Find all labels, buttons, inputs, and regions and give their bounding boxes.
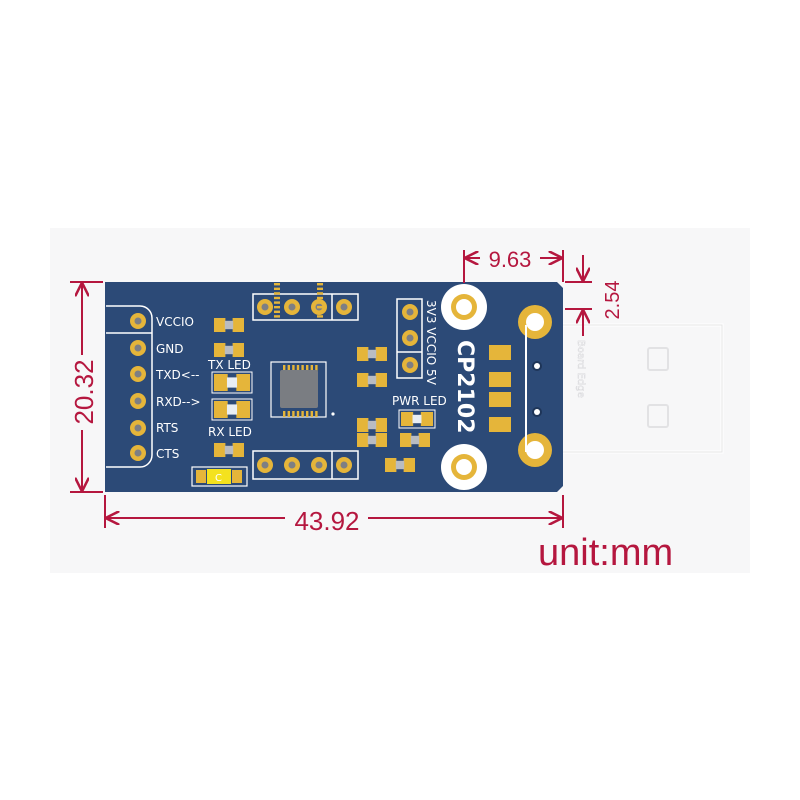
chip-lead	[310, 411, 313, 417]
chip-lead	[296, 411, 300, 417]
header-pin	[284, 299, 300, 315]
mounting-hole	[441, 444, 487, 490]
usb-contact-window	[647, 347, 669, 371]
smd-component	[357, 347, 387, 361]
pin-label-rts: RTS	[156, 421, 178, 435]
smd-component	[357, 433, 387, 447]
pin-label-gnd: GND	[156, 342, 184, 356]
chip-lead	[306, 411, 309, 417]
usb-contact-window	[647, 404, 669, 428]
chip-lead	[317, 287, 323, 290]
chip-lead	[274, 310, 280, 313]
chip-lead	[315, 411, 318, 417]
chip-lead	[317, 306, 323, 309]
jumper-pin	[402, 357, 418, 373]
header-pin	[130, 393, 146, 409]
chip-lead	[292, 365, 295, 371]
jumper-label: 3V3 VCCIO 5V	[424, 300, 438, 386]
capacitor-label: C	[215, 473, 222, 484]
cp2102-chip	[270, 283, 335, 418]
header-pin	[311, 457, 327, 473]
led	[211, 371, 253, 394]
led	[211, 398, 253, 421]
capacitor: C	[191, 466, 248, 487]
chip-lead	[274, 296, 280, 300]
chip-lead	[317, 283, 323, 286]
header-pin	[257, 299, 273, 315]
dimension-connector-offset: 9.63	[463, 247, 564, 283]
board-edge-label: Board Edge	[575, 340, 586, 398]
chip-label: CP2102	[452, 340, 477, 434]
chip-lead	[283, 411, 286, 417]
dimension-edge-offset: 2.54	[565, 255, 624, 336]
header-pin	[336, 299, 352, 315]
led	[398, 409, 436, 429]
smd-component	[385, 458, 415, 472]
chip-lead	[283, 365, 286, 371]
connector-offset-label: 9.63	[489, 247, 532, 272]
chip-lead	[317, 296, 323, 300]
header-pin	[130, 366, 146, 382]
chip-lead	[317, 292, 323, 295]
voltage-jumper-header	[396, 298, 423, 379]
usb-pads	[489, 305, 552, 467]
smd-component	[357, 373, 387, 387]
header-pin	[257, 457, 273, 473]
dimension-height: 20.32	[69, 281, 103, 493]
rx-led-label: RX LED	[208, 425, 252, 439]
bottom-header	[252, 450, 359, 480]
jumper-pin	[402, 330, 418, 346]
unit-label: unit:mm	[538, 532, 673, 574]
smd-component	[214, 343, 244, 357]
chip-lead	[287, 365, 290, 371]
chip-lead	[274, 306, 280, 309]
header-pin	[130, 340, 146, 356]
chip-lead	[274, 283, 280, 286]
chip-lead	[301, 365, 304, 371]
pwr-led-label: PWR LED	[392, 394, 447, 408]
pin-label-txd: TXD<--	[155, 368, 200, 382]
width-label: 43.92	[294, 506, 359, 536]
header-pin	[130, 420, 146, 436]
pin-label-rxd: RXD-->	[156, 395, 201, 409]
header-pin	[336, 457, 352, 473]
header-pin	[130, 313, 146, 329]
chip-lead	[292, 411, 295, 417]
chip-lead	[306, 365, 309, 371]
chip-lead	[274, 315, 280, 318]
chip-lead	[274, 287, 280, 290]
pin-label-vccio: VCCIO	[156, 315, 194, 329]
chip-lead	[274, 301, 280, 304]
pcb-board	[105, 282, 563, 492]
smd-component	[214, 318, 244, 332]
pin-labels: VCCIO GND TXD<-- RXD--> RTS CTS	[155, 315, 201, 461]
chip-lead	[274, 292, 280, 295]
chip-lead	[317, 301, 323, 304]
mounting-hole	[441, 284, 487, 330]
height-label: 20.32	[69, 359, 99, 424]
chip-lead	[310, 365, 313, 371]
smd-component	[400, 433, 430, 447]
chip-lead	[317, 315, 323, 318]
smd-component	[357, 418, 387, 432]
pin-label-cts: CTS	[156, 447, 179, 461]
edge-offset-label: 2.54	[602, 281, 624, 320]
header-pin	[130, 445, 146, 461]
chip-lead	[296, 365, 300, 371]
jumper-pin	[402, 304, 418, 320]
chip-lead	[317, 310, 323, 313]
header-pin	[284, 457, 300, 473]
uart-header	[106, 305, 153, 468]
tx-led-label: TX LED	[207, 358, 251, 372]
smd-component	[214, 443, 244, 457]
chip-lead	[301, 411, 304, 417]
chip-lead	[287, 411, 290, 417]
chip-lead	[315, 365, 318, 371]
dimension-width: 43.92	[104, 495, 564, 536]
top-header	[252, 293, 359, 321]
